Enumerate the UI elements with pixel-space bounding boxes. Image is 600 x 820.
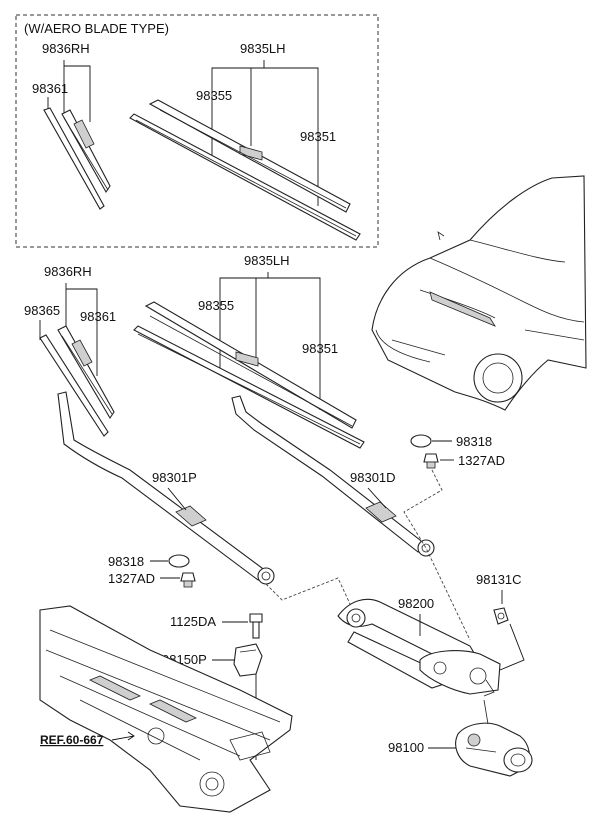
cap-right [410, 434, 432, 448]
label-98131c: 98131C [476, 572, 522, 587]
label-98318-left: 98318 [108, 554, 144, 569]
nut-left [180, 572, 196, 588]
rh-wiper-blade [39, 325, 115, 437]
label-98361: 98361 [80, 309, 116, 324]
label-inset-98355: 98355 [196, 88, 232, 103]
inset-lh-aero-blade [129, 99, 361, 241]
cowl-panel [39, 605, 293, 813]
label-inset-9835lh: 9835LH [240, 41, 286, 56]
cap-left [168, 554, 190, 568]
routing-driver [403, 469, 471, 641]
leader-98301p [167, 487, 187, 511]
label-inset-98361: 98361 [32, 81, 68, 96]
nut-right [423, 453, 439, 469]
label-98200: 98200 [398, 596, 434, 611]
label-98355: 98355 [198, 298, 234, 313]
passenger-wiper-arm [57, 391, 275, 585]
bolt [249, 613, 263, 639]
label-98301p: 98301P [152, 470, 197, 485]
label-9835lh: 9835LH [244, 253, 290, 268]
leader-9835lh [219, 272, 321, 410]
car-illustration [371, 175, 587, 411]
label-1125da: 1125DA [170, 614, 216, 629]
label-inset-98351: 98351 [300, 129, 336, 144]
label-98100: 98100 [388, 740, 424, 755]
routing-passenger [265, 577, 351, 605]
ref-label[interactable]: REF.60-667 [40, 733, 104, 747]
leader-98301d [367, 487, 387, 509]
leader-inset-9835lh [211, 60, 319, 206]
label-9836rh: 9836RH [44, 264, 92, 279]
driver-wiper-arm [231, 395, 435, 557]
label-inset-9836rh: 9836RH [42, 41, 90, 56]
ref-arrow [111, 731, 135, 741]
inset-title: (W/AERO BLADE TYPE) [24, 21, 169, 36]
label-98301d: 98301D [350, 470, 396, 485]
lh-wiper-blade [133, 301, 365, 449]
inset-frame [15, 14, 379, 248]
wiper-motor [455, 699, 533, 777]
label-1327ad-right: 1327AD [458, 453, 505, 468]
inset-rh-aero-blade [43, 107, 111, 210]
aero-blade-inset: (W/AERO BLADE TYPE) 9836RH 98361 9835LH … [15, 14, 379, 248]
label-98318-right: 98318 [456, 434, 492, 449]
label-98365: 98365 [24, 303, 60, 318]
wiper-linkage [337, 598, 501, 697]
leader-inset-9836rh [63, 60, 91, 122]
label-98351: 98351 [302, 341, 338, 356]
label-1327ad-left: 1327AD [108, 571, 155, 586]
leader-98131c [499, 590, 525, 671]
main-blade-callouts: 9836RH 98365 98361 9835LH 98355 98351 [24, 253, 338, 410]
mounting-bracket [233, 643, 263, 677]
grommet [493, 607, 509, 625]
